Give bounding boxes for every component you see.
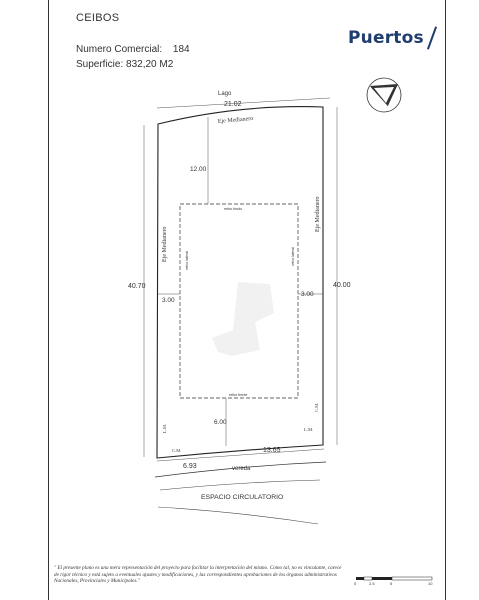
superficie: Superficie: 832,20 M2 [76, 59, 174, 70]
scale-label-2-5: 2.5 [369, 581, 375, 586]
retiro-lateral-right-label: retiro lateral [291, 247, 295, 266]
scale-label-0: 0 [354, 581, 357, 586]
front-left-dimension: 6.93 [183, 463, 197, 470]
front-setback: 6.00 [214, 419, 227, 426]
scale-bar: 0 2.5 5 10 [354, 576, 433, 586]
right-side-dimension: 40.00 [333, 282, 351, 289]
sheet-frame [48, 0, 446, 600]
retiro-frente-label: retiro frente [229, 393, 247, 397]
left-side-dimension: 40.70 [128, 283, 146, 290]
right-setback: 3.00 [301, 291, 314, 298]
numero-comercial-value: 184 [172, 44, 190, 55]
left-setback: 3.00 [162, 297, 175, 304]
puertos-logo: Puertos [348, 28, 424, 48]
lago-label: Lago [218, 91, 232, 97]
scale-label-5: 5 [390, 581, 393, 586]
cm-right-vertical: C.M. [314, 403, 319, 412]
top-axis-label: Eje Medianero [218, 116, 254, 125]
top-dimension-line [156, 97, 331, 109]
watermark-shape [212, 282, 274, 356]
lot-boundary [156, 106, 324, 459]
numero-comercial: Numero Comercial: 184 [76, 44, 190, 55]
front-right-dimension: 13.65 [263, 447, 281, 454]
rear-setback: 12.00 [190, 166, 207, 173]
front-dimension-line [156, 448, 325, 462]
lm-right-label: L.M. [304, 427, 313, 432]
vereda-label: vereda [232, 466, 251, 472]
retiro-lateral-left-label: retiro lateral [185, 251, 189, 270]
retiro-fondo-label: retiro fondo [224, 207, 242, 211]
vereda-line [154, 461, 327, 478]
north-arrow-icon [366, 77, 402, 113]
right-axis-label: Eje Medianero [315, 197, 321, 232]
disclaimer-note: " El presente plano es una mera represen… [54, 565, 342, 585]
top-dimension: 21.02 [224, 101, 242, 108]
numero-comercial-label: Numero Comercial: [76, 44, 163, 55]
left-axis-label: Eje Medianero [162, 227, 168, 262]
street-line-bottom [157, 506, 319, 525]
scale-label-10: 10 [428, 581, 433, 586]
street-line-top [159, 479, 321, 491]
lot-name: CEIBOS [76, 12, 120, 24]
espacio-circulatorio-label: ESPACIO CIRCULATORIO [201, 494, 283, 501]
lm-left-vertical: L.M. [162, 424, 167, 433]
cm-left-label: C.M. [172, 448, 181, 453]
